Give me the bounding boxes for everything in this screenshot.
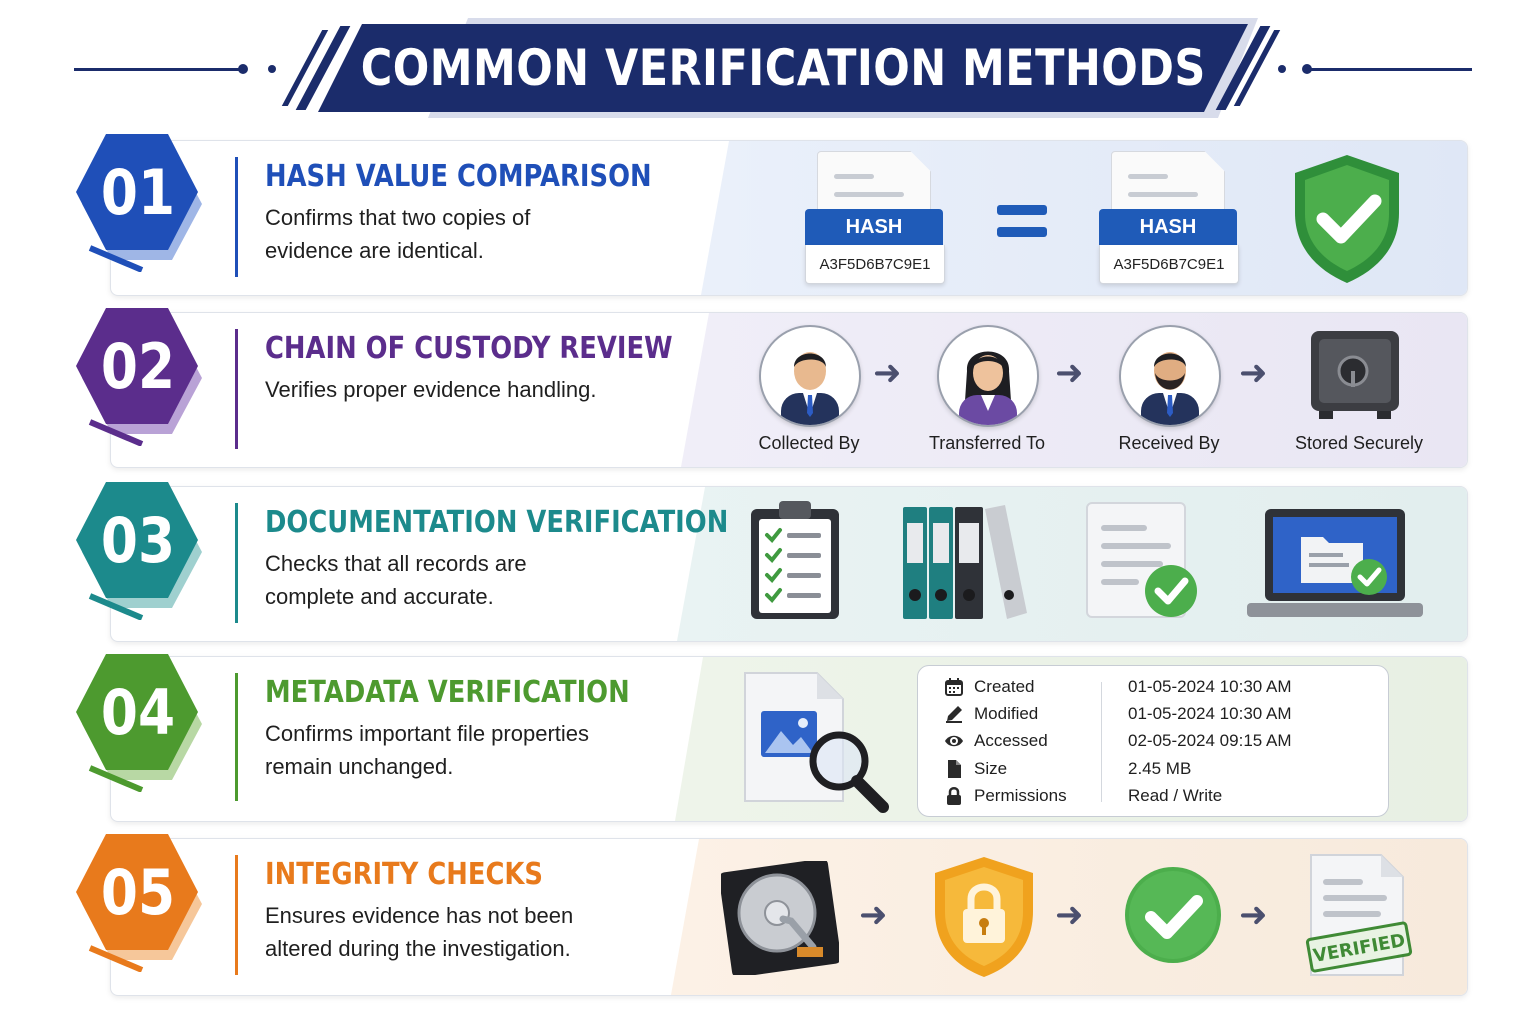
metadata-value: 01-05-2024 10:30 AM [1128,677,1292,696]
hash-label: HASH [805,209,943,245]
pencil-icon [946,706,962,723]
metadata-label: Size [974,759,1008,778]
arrow-right-icon: ➜ [873,354,902,392]
man-avatar-icon [759,325,861,427]
header: COMMON VERIFICATION METHODS [0,0,1536,130]
metadata-value: 01-05-2024 10:30 AM [1128,704,1292,723]
method-description: Checks that all records are complete and… [265,551,527,609]
metadata-table: Created 01-05-2024 10:30 AM Modified 01-… [917,665,1389,817]
badge-number: 01 [100,155,176,229]
metadata-value: 02-05-2024 09:15 AM [1128,731,1292,750]
image-file-magnifier-icon [744,672,889,813]
method-title: METADATA VERIFICATION [265,675,630,710]
header-dot-right-small [1278,65,1286,73]
row-divider [235,329,238,449]
row-divider [235,855,238,975]
number-badge: 05 [72,830,204,972]
hash-value: A3F5D6B7C9E1 [1099,245,1239,284]
woman-avatar-icon [937,325,1039,427]
calendar-icon [945,678,963,696]
method-title: DOCUMENTATION VERIFICATION [265,505,729,540]
step-caption: Transferred To [928,433,1046,453]
arrow-right-icon: ➜ [859,896,888,934]
hash-card-1: HASH A3F5D6B7C9E1 [805,151,945,287]
metadata-label: Accessed [974,731,1048,750]
row-divider [235,503,238,623]
badge-number: 03 [100,503,176,577]
badge-number: 05 [100,855,176,929]
method-row-metadata: METADATA VERIFICATION Confirms important… [110,656,1468,822]
step-caption: Stored Securely [1294,433,1424,453]
title-banner: COMMON VERIFICATION METHODS [318,24,1248,112]
equals-icon [997,205,1047,215]
hash-value: A3F5D6B7C9E1 [805,245,945,284]
metadata-value: 2.45 MB [1128,759,1192,778]
metadata-row: Permissions Read / Write [918,783,1388,810]
method-description: Confirms important file properties remai… [265,721,590,779]
number-badge: 02 [72,304,204,446]
step-caption: Received By [1118,433,1220,453]
page-title: COMMON VERIFICATION METHODS [360,39,1206,97]
row-divider [235,673,238,801]
method-description: Confirms that two copies of evidence are… [265,205,531,263]
method-row-integrity: INTEGRITY CHECKS Ensures evidence has no… [110,838,1468,996]
header-line-left [74,68,242,71]
binders-icon [903,505,1027,619]
arrow-right-icon: ➜ [1239,896,1268,934]
method-row-documentation: DOCUMENTATION VERIFICATION Checks that a… [110,486,1468,642]
badge-number: 02 [100,329,176,403]
header-line-right [1306,68,1472,71]
header-dot-left [238,64,248,74]
shield-check-icon [1295,155,1399,283]
metadata-row: Modified 01-05-2024 10:30 AM [918,701,1388,728]
metadata-row: Accessed 02-05-2024 09:15 AM [918,728,1388,755]
bearded-man-avatar-icon [1119,325,1221,427]
shield-lock-icon [935,857,1033,977]
document-check-icon [1086,502,1197,618]
clipboard-checklist-icon [751,501,839,619]
metadata-label: Created [974,677,1035,696]
method-row-hash: HASH VALUE COMPARISON Confirms that two … [110,140,1468,296]
method-description: Ensures evidence has not been altered du… [265,903,574,961]
metadata-label: Modified [974,704,1039,723]
badge-number: 04 [100,675,176,749]
number-badge: 03 [72,478,204,620]
method-title: HASH VALUE COMPARISON [265,159,652,194]
arrow-right-icon: ➜ [1239,354,1268,392]
metadata-row: Created 01-05-2024 10:30 AM [918,674,1388,701]
check-circle-icon [1125,867,1221,963]
file-icon [948,760,961,778]
number-badge: 01 [72,130,204,272]
header-dot-left-small [268,65,276,73]
eye-icon [945,735,963,747]
row-divider [235,157,238,277]
safe-icon [1311,331,1399,419]
arrow-right-icon: ➜ [1055,896,1084,934]
arrow-right-icon: ➜ [1055,354,1084,392]
method-description: Verifies proper evidence handling. [265,377,597,402]
hash-label: HASH [1099,209,1237,245]
method-row-custody: CHAIN OF CUSTODY REVIEW Verifies proper … [110,312,1468,468]
hash-card-2: HASH A3F5D6B7C9E1 [1099,151,1239,287]
method-title: CHAIN OF CUSTODY REVIEW [265,331,673,366]
laptop-folder-check-icon [1247,509,1423,617]
verified-document-icon: VERIFIED [1305,854,1413,976]
metadata-row: Size 2.45 MB [918,756,1388,783]
metadata-value: Read / Write [1128,786,1223,805]
metadata-divider [1101,682,1102,802]
hard-drive-icon [721,861,839,975]
step-caption: Collected By [758,433,860,453]
number-badge: 04 [72,650,204,792]
method-title: INTEGRITY CHECKS [265,857,543,892]
metadata-label: Permissions [974,786,1067,805]
equals-icon-bar [997,227,1047,237]
lock-icon [947,787,961,805]
